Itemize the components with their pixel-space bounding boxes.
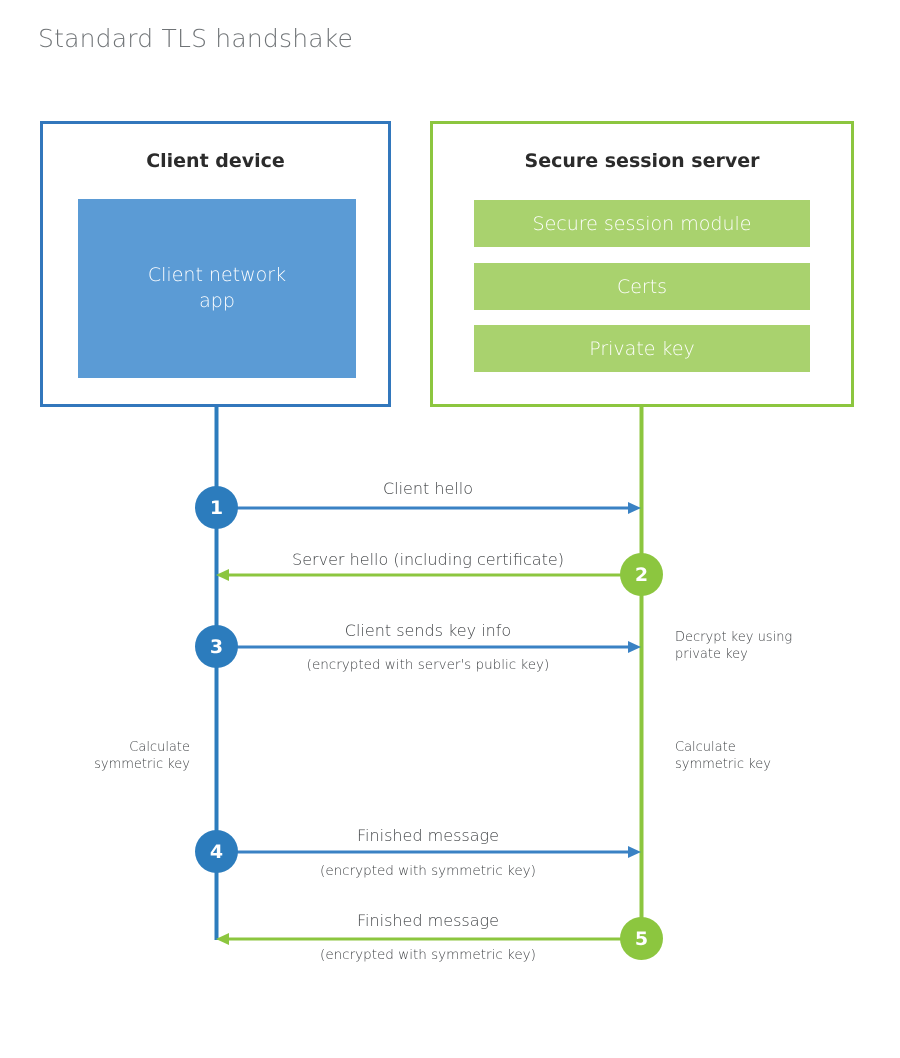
- flow-sublabel-step-5: (encrypted with symmetric key): [320, 947, 536, 963]
- step-circle-1: 1: [195, 486, 238, 529]
- note-decrypt-key-line2: private key: [675, 646, 748, 662]
- client-device-panel: Client device Client network app: [40, 121, 391, 407]
- note-decrypt-key-line1: Decrypt key using: [675, 630, 793, 645]
- note-client-calculate-symmetric-key: Calculate symmetric key: [20, 740, 190, 774]
- client-network-app-block: Client network app: [78, 199, 356, 378]
- arrow-step-1: [216, 502, 641, 514]
- step-circle-2: 2: [620, 553, 663, 596]
- server-block-secure-session-module: Secure session module: [474, 200, 810, 247]
- flow-sublabel-step-4: (encrypted with symmetric key): [320, 863, 536, 879]
- flow-label-step-2: Server hello (including certificate): [292, 550, 564, 569]
- step-circle-3: 3: [195, 625, 238, 668]
- flow-label-step-1: Client hello: [382, 479, 474, 498]
- step-circle-4: 4: [195, 830, 238, 873]
- secure-session-server-panel: Secure session server Secure session mod…: [430, 121, 854, 407]
- note-server-calculate-line1: Calculate: [675, 740, 736, 755]
- server-block-private-key: Private key: [474, 325, 810, 372]
- arrow-step-4: [216, 846, 641, 858]
- flow-label-step-3: Client sends key info: [344, 621, 512, 640]
- arrow-step-2: [216, 569, 641, 581]
- secure-session-server-title: Secure session server: [524, 150, 760, 172]
- step-circle-5: 5: [620, 917, 663, 960]
- note-client-calculate-line2: symmetric key: [94, 756, 190, 772]
- arrow-step-3: [216, 641, 641, 653]
- page-title: Standard TLS handshake: [38, 24, 354, 53]
- flow-label-step-4: Finished message: [357, 826, 499, 845]
- note-client-calculate-line1: Calculate: [129, 740, 190, 755]
- note-server-calculate-line2: symmetric key: [675, 756, 771, 772]
- arrow-step-5: [216, 933, 641, 945]
- note-server-calculate-symmetric-key: Calculate symmetric key: [675, 740, 855, 774]
- flow-sublabel-step-3: (encrypted with server's public key): [306, 657, 550, 673]
- flow-label-step-5: Finished message: [357, 911, 499, 930]
- server-block-certs: Certs: [474, 263, 810, 310]
- client-device-title: Client device: [146, 150, 285, 172]
- note-decrypt-key: Decrypt key using private key: [675, 630, 855, 664]
